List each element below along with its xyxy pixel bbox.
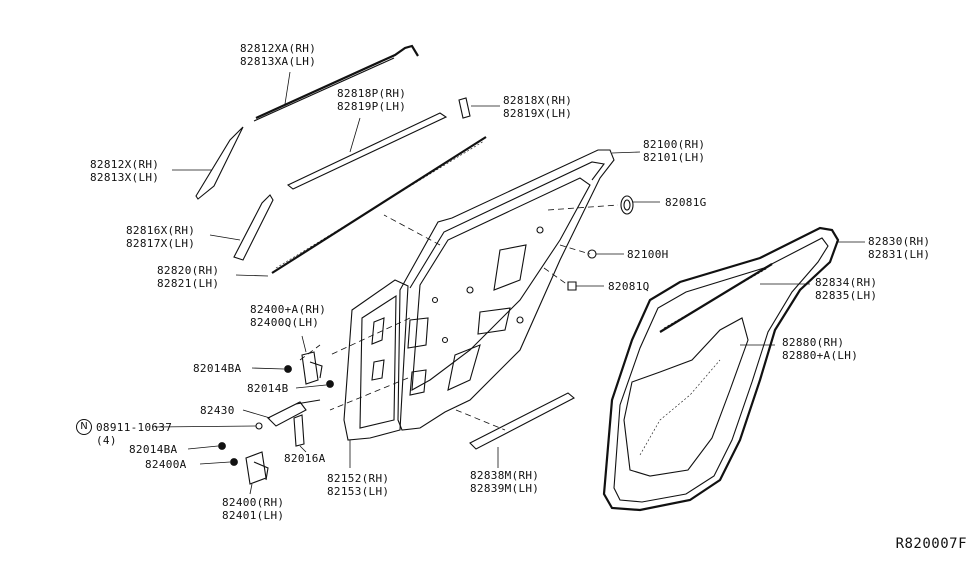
lower-hinge [245, 451, 269, 495]
label-08911: 08911-10637(4) [96, 421, 173, 447]
label-82100h: 82100H [627, 248, 669, 261]
clip-82100h [587, 249, 624, 259]
label-82818x: 82818X(RH)82819X(LH) [503, 94, 573, 120]
door-check [154, 399, 321, 430]
grommet-82081g [620, 195, 660, 215]
label-82081q: 82081Q [608, 280, 650, 293]
label-82400a: 82400+A(RH)82400Q(LH) [250, 303, 327, 329]
door-weatherstrip [602, 226, 865, 512]
assembly-leaders [299, 204, 619, 431]
label-82081g: 82081G [665, 196, 707, 209]
inner-belt-seal [659, 263, 810, 333]
label-82152: 82152(RH)82153(LH) [327, 472, 390, 498]
label-82838m: 82838M(RH)82839M(LH) [470, 469, 540, 495]
hinge-bolts [187, 365, 334, 466]
sealing-screen [623, 317, 775, 477]
label-82014b: 82014B [247, 382, 289, 395]
label-82016a: 82016A [284, 452, 326, 465]
pillar-trim [209, 194, 274, 261]
upper-hinge [301, 335, 323, 385]
label-82430: 82430 [200, 404, 235, 417]
label-82400: 82400(RH)82401(LH) [222, 496, 285, 522]
label-82880: 82880(RH)82880+A(LH) [782, 336, 859, 362]
label-82014ba-1: 82014BA [193, 362, 242, 375]
label-82100: 82100(RH)82101(LH) [643, 138, 706, 164]
label-82820: 82820(RH)82821(LH) [157, 264, 220, 290]
outer-weatherstrip [286, 112, 448, 190]
door-sash-frame [343, 279, 409, 468]
label-82816x: 82816X(RH)82817X(LH) [126, 224, 196, 250]
nut-symbol: N [76, 419, 92, 435]
lower-moulding [469, 392, 575, 468]
label-82834: 82834(RH)82835(LH) [815, 276, 878, 302]
label-82812xa: 82812XA(RH)82813XA(LH) [240, 42, 317, 68]
rear-door-panel [397, 149, 641, 431]
bracket-82016a [293, 414, 307, 453]
label-82400a-2: 82400A [145, 458, 187, 471]
label-82830: 82830(RH)82831(LH) [868, 235, 931, 261]
grommet-82081q [567, 281, 604, 291]
upper-sash-moulding [253, 44, 419, 122]
label-82014ba-2: 82014BA [129, 443, 178, 456]
corner-clip [458, 97, 500, 119]
inner-belt-weatherstrip [235, 136, 487, 277]
label-82812x: 82812X(RH)82813X(LH) [90, 158, 160, 184]
front-pillar-moulding [172, 126, 244, 200]
label-82818p: 82818P(RH)82819P(LH) [337, 87, 407, 113]
diagram-reference-code: R820007F [895, 536, 967, 552]
